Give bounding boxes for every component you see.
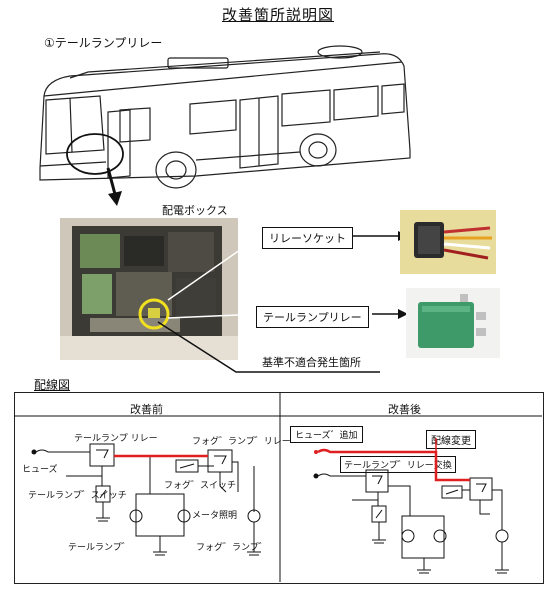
non-conforming-label: 基準不適合発生箇所: [262, 356, 361, 369]
item-subtitle: ①テールランプリレー: [44, 36, 163, 50]
before-meter-light-label: メータ照明: [192, 511, 238, 521]
distribution-box-photo: [60, 218, 238, 360]
before-fog-lamp-label: フォグ゛ランプ゛: [196, 543, 268, 553]
page-title: 改善箇所説明図: [221, 6, 334, 24]
after-header: 改善後: [388, 403, 421, 416]
before-tail-switch-label: テールランプ゛スイッチ: [28, 491, 127, 501]
wiring-section-label: 配線図: [34, 378, 71, 392]
before-fuse-label: ヒューズ: [22, 465, 58, 475]
relay-socket-photo: [400, 210, 496, 274]
before-tail-relay-label: テールランプ リレー: [74, 434, 158, 444]
wiring-diagram-frame: [14, 392, 544, 584]
before-header: 改善前: [130, 403, 163, 416]
tail-lamp-relay-callout: テールランプリレー: [256, 306, 369, 328]
relay-socket-callout: リレーソケット: [262, 227, 353, 249]
after-wiring-changed-label: 配線変更: [426, 430, 476, 449]
before-fog-switch-label: フォグ゛スイッチ: [164, 481, 237, 491]
distribution-box-label: 配電ボックス: [162, 204, 228, 217]
before-tail-lamp-label: テールランプ゛: [68, 543, 131, 553]
after-fuse-added-label: ヒューズ゛追加: [290, 426, 363, 443]
after-tail-relay-replaced-label: テールランプ゛リレー交換: [340, 456, 456, 473]
before-fog-relay-label: フォグ゛ランプ゛リレー: [192, 437, 291, 447]
tail-lamp-relay-photo: [406, 288, 500, 358]
